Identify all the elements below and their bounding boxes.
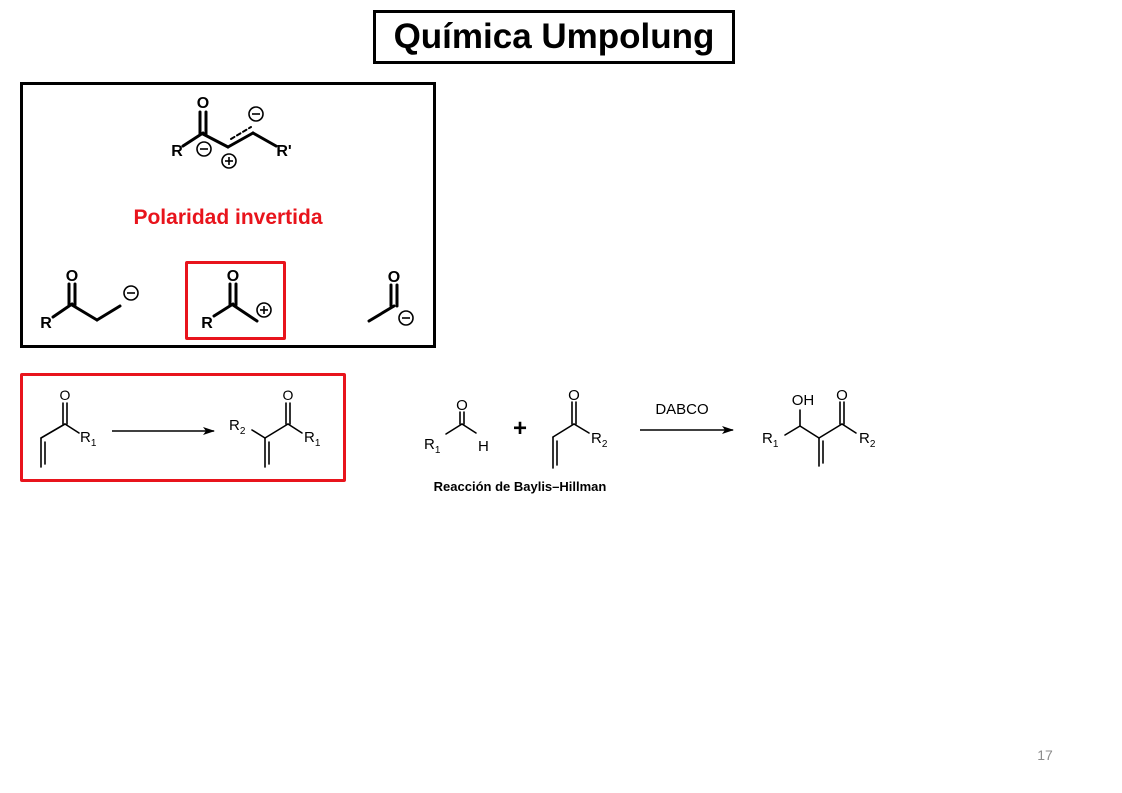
polarity-panel [20,82,436,348]
substituent-r2: R2 [591,430,608,450]
bond [445,423,463,435]
acyl-cation-synthon [212,282,259,323]
bond [799,425,820,439]
acyl-cation-highlight [185,261,286,340]
atom-oxygen: O [197,95,209,112]
atom-hydrogen: H [478,438,489,455]
charge-minus-icon [398,310,414,326]
dashed-bond [230,126,252,140]
atom-r-prime: R' [276,143,291,160]
vinyl-ketone-reactant [552,401,590,469]
atom-oxygen: O [456,397,468,414]
slide-title: Química Umpolung [373,10,735,64]
bond [95,304,122,322]
substituted-enone-molecule [251,402,303,468]
substituent-r2: R2 [229,417,246,437]
bond [287,423,303,434]
atom-oxygen: O [227,268,239,285]
bond [231,303,259,323]
hydroxyl-group: OH [792,392,815,409]
page-number: 17 [1037,747,1053,763]
atom-oxygen: O [388,269,400,286]
atom-r: R [201,315,213,332]
bond [367,304,396,323]
transformation-highlight [20,373,346,482]
reagent-label: DABCO [655,401,708,418]
bond [64,423,80,434]
bond [226,131,255,149]
substituent-r1: R1 [304,429,321,449]
atom-oxygen: O [66,268,78,285]
atom-r: R [40,315,52,332]
bond [818,423,843,439]
substituent-r1: R1 [762,430,779,450]
substituent-r1: R1 [80,429,97,449]
charge-minus-icon [248,106,264,122]
substituent-r2: R2 [859,430,876,450]
atom-oxygen: O [836,387,848,404]
bond [251,429,266,439]
polarity-label: Polaridad invertida [133,206,323,229]
aldehyde-molecule [445,411,477,435]
atom-oxygen: O [568,387,580,404]
reaction-caption: Reacción de Baylis–Hillman [433,479,607,494]
charge-minus-icon [123,285,139,301]
bond [70,303,99,322]
bond [264,423,289,439]
bond [784,425,801,436]
charge-plus-icon [221,153,237,169]
plus-sign: + [513,415,527,442]
atom-r: R [171,143,183,160]
enone-molecule [181,110,278,149]
charge-plus-icon [256,302,272,318]
bond [40,423,66,439]
bond [552,423,575,438]
baylis-hillman-product [784,401,857,467]
bond [201,132,230,149]
vinyl-ketone-molecule [40,402,80,468]
substituent-r1: R1 [424,436,441,456]
acyl-anion-synthon [367,283,399,323]
atom-oxygen: O [283,387,294,403]
bond [841,423,857,434]
bond [251,131,278,148]
bond [461,423,477,434]
charge-minus-icon [196,141,212,157]
homoenolate-synthon [51,282,122,322]
atom-oxygen: O [60,387,71,403]
bond [573,423,590,434]
